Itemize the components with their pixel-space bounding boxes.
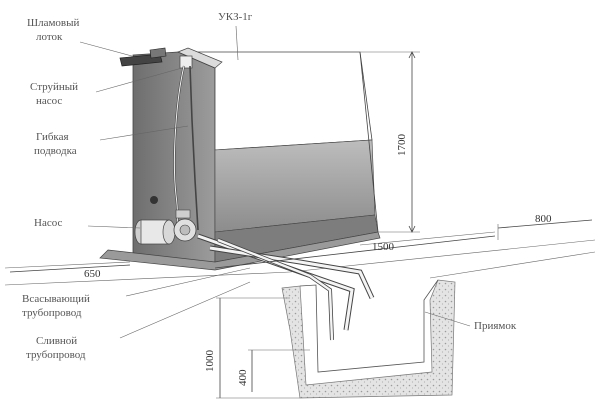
leaders	[79, 25, 471, 339]
label-pump: Насос	[34, 217, 62, 229]
pit	[281, 279, 456, 399]
dim-pit-depth: 1000	[204, 297, 300, 399]
label-suction-2: трубопровод	[22, 307, 82, 319]
jet-pump	[179, 55, 193, 69]
pump	[134, 209, 197, 245]
dim-length-label: 1500	[372, 241, 395, 253]
pipes	[197, 233, 375, 341]
label-drain-2: трубопровод	[26, 349, 86, 361]
label-tray-2: лоток	[36, 31, 63, 43]
flexible-hose	[150, 65, 199, 233]
dim-pit-width-label: 800	[535, 213, 552, 225]
dim-pit-bottom: 400	[237, 349, 310, 392]
sludge-tray	[119, 47, 167, 67]
label-hose: Гибкая	[36, 131, 69, 143]
label-title: УКЗ-1г	[218, 11, 253, 23]
label-hose-2: подводка	[34, 145, 77, 157]
label-jet-pump-2: насос	[36, 95, 62, 107]
dim-width: 650	[9, 264, 131, 280]
label-drain: Сливной	[36, 335, 77, 347]
dim-pit-bottom-label: 400	[237, 369, 249, 386]
label-jet-pump: Струйный	[30, 81, 78, 93]
dim-height-label: 1700	[396, 134, 408, 157]
dim-width-label: 650	[84, 268, 101, 280]
dim-height: 1700	[360, 51, 420, 233]
label-tray: Шламовый	[27, 17, 80, 29]
dim-length: 1500	[214, 235, 496, 269]
dim-pit-width: 800	[497, 213, 593, 240]
label-suction: Всасывающий	[22, 293, 90, 305]
dim-pit-depth-label: 1000	[204, 350, 216, 373]
label-pit: Приямок	[474, 320, 517, 332]
